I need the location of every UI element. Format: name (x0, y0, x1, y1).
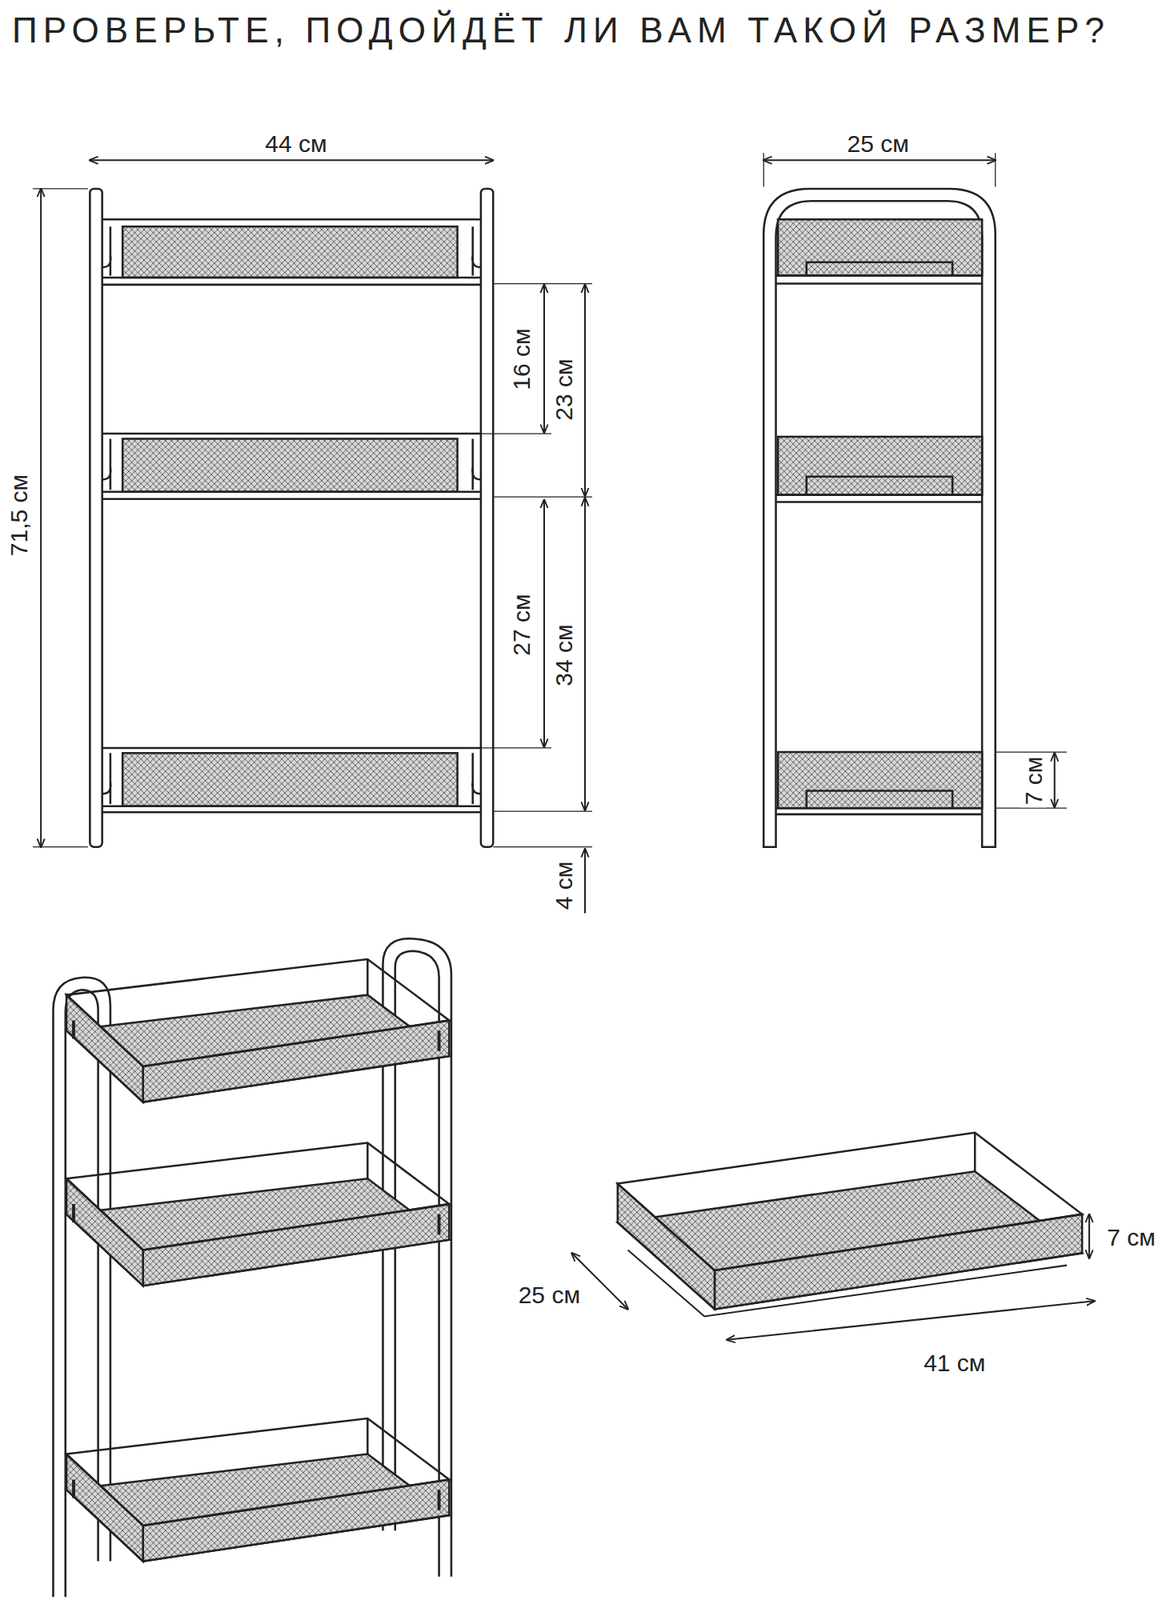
dimension-label: 25 см (516, 1281, 583, 1308)
dimension-label: 16 см (507, 325, 534, 393)
dimension-label: 23 см (550, 356, 577, 424)
dimension-label: 41 см (921, 1350, 988, 1377)
dimension-label: 7 см (1020, 754, 1047, 809)
dimension-label: 7 см (1104, 1224, 1158, 1251)
dimension-label: 44 см (262, 129, 329, 157)
dimension-label: 34 см (550, 621, 577, 689)
dimension-label: 71,5 см (4, 472, 32, 559)
page-title: ПРОВЕРЬТЕ, ПОДОЙДЁТ ЛИ ВАМ ТАКОЙ РАЗМЕР? (12, 11, 1110, 50)
dimension-label: 25 см (844, 129, 911, 157)
dimension-label: 27 см (507, 591, 534, 658)
dimension-label: 4 см (550, 859, 577, 914)
